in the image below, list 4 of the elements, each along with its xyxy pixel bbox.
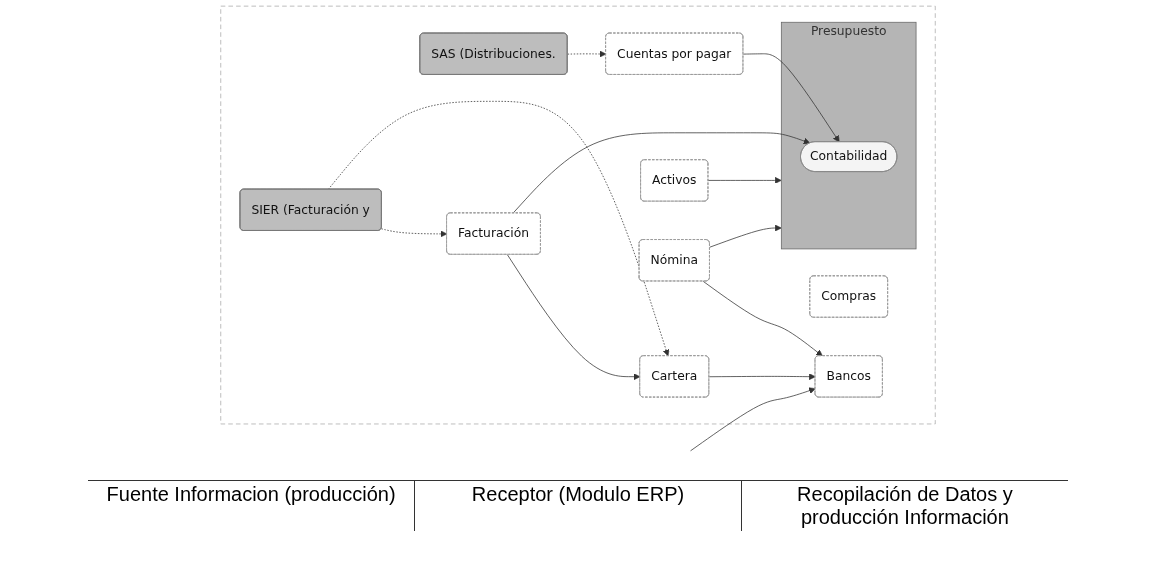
table-cell-text: Receptor (Modulo ERP) bbox=[414, 480, 742, 531]
table-cell-text: Fuente Informacion (producción) bbox=[88, 480, 415, 531]
cluster bbox=[220, 5, 936, 425]
table-cell-text: Recopilación de Datos y producción Información bbox=[741, 480, 1068, 531]
